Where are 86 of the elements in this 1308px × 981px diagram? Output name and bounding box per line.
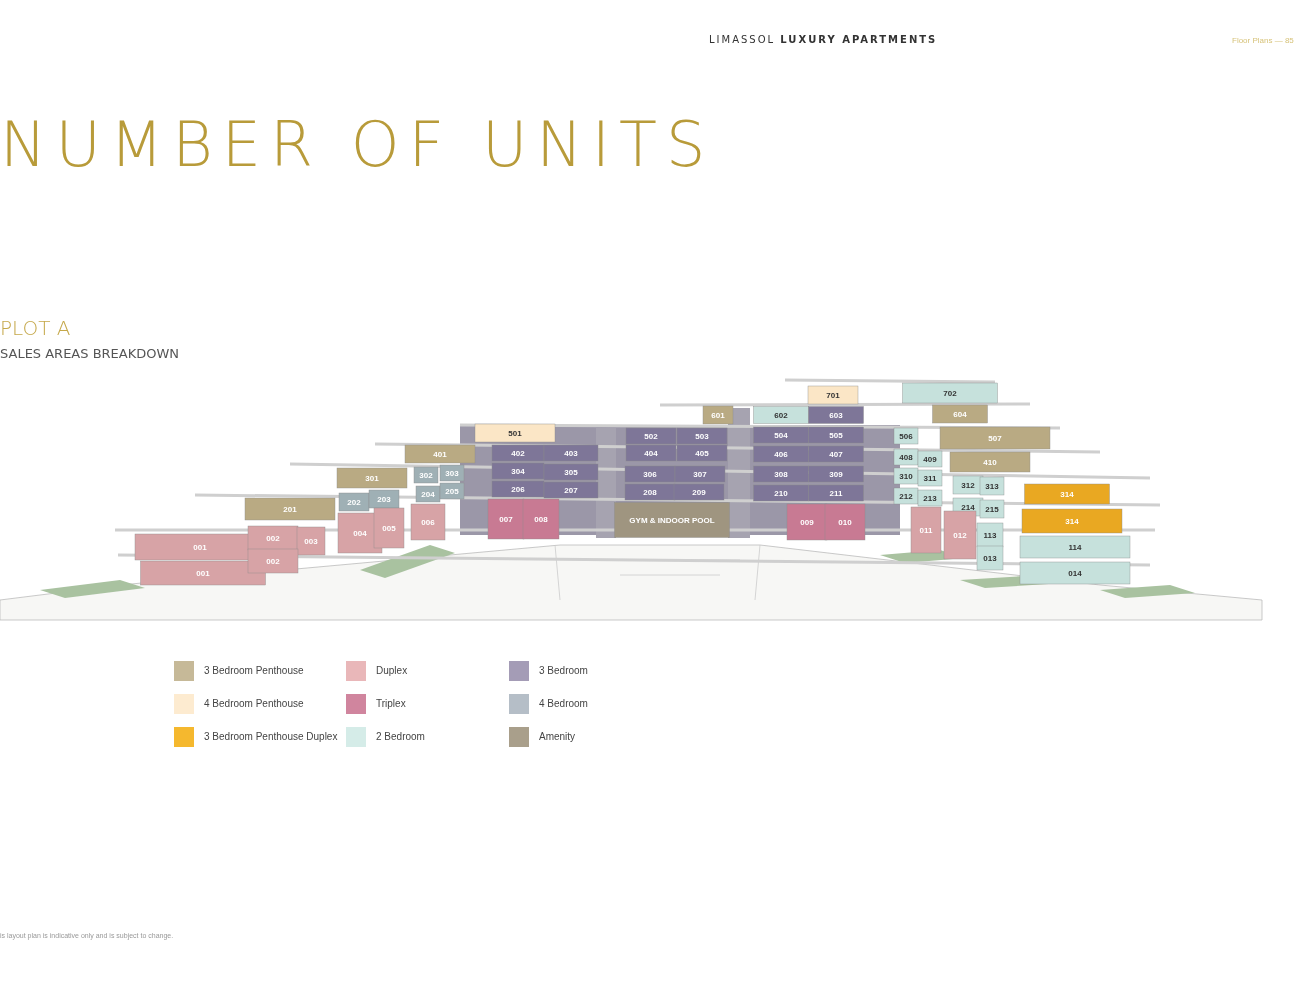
unit-number: 011 [919, 525, 933, 535]
unit-number: 002 [266, 556, 280, 566]
legend-label: 3 Bedroom Penthouse [204, 665, 304, 676]
amenity-label: GYM & INDOOR POOL [629, 515, 715, 525]
unit-number: 211 [829, 488, 843, 498]
unit-number: 212 [899, 491, 913, 501]
unit-number: 203 [377, 494, 391, 504]
unit-number: 012 [953, 530, 967, 540]
unit-number: 702 [943, 388, 957, 398]
unit-number: 005 [382, 523, 396, 533]
unit-number: 207 [564, 485, 578, 495]
legend-label: 3 Bedroom [539, 665, 588, 676]
unit-number: 314 [1060, 489, 1074, 499]
unit-number: 001 [196, 568, 210, 578]
unit-number: 302 [419, 470, 433, 480]
legend-label: 4 Bedroom [539, 698, 588, 709]
unit-number: 114 [1068, 542, 1082, 552]
unit-number: 007 [499, 514, 513, 524]
header-title: LIMASSOL LUXURY APARTMENTS [709, 34, 938, 45]
unit-number: 113 [983, 530, 997, 540]
unit-number: 014 [1068, 568, 1082, 578]
unit-number: 301 [365, 473, 379, 483]
unit-number: 701 [826, 390, 840, 400]
unit-number: 013 [983, 553, 997, 563]
unit-number: 506 [899, 431, 913, 441]
unit-number: 602 [774, 410, 788, 420]
unit-number: 205 [445, 486, 459, 496]
unit-number: 202 [347, 497, 361, 507]
unit-number: 408 [899, 452, 913, 462]
unit-number: 213 [923, 493, 937, 503]
unit-number: 306 [643, 469, 657, 479]
unit-number: 309 [829, 469, 843, 479]
unit-number: 505 [829, 430, 843, 440]
legend-label: 3 Bedroom Penthouse Duplex [204, 731, 338, 742]
unit-number: 601 [711, 410, 725, 420]
legend-label: Duplex [376, 665, 408, 676]
unit-number: 201 [283, 504, 297, 514]
page-number: Floor Plans — 85 [1232, 36, 1294, 45]
unit-number: 603 [829, 410, 843, 420]
unit-number: 311 [923, 473, 937, 483]
unit-number: 006 [421, 517, 435, 527]
unit-number: 503 [695, 431, 709, 441]
unit-number: 215 [985, 504, 999, 514]
unit-number: 407 [829, 449, 843, 459]
unit-number: 209 [692, 487, 706, 497]
unit-number: 402 [511, 448, 525, 458]
unit-number: 210 [774, 488, 788, 498]
unit-number: 303 [445, 468, 459, 478]
unit-number: 305 [564, 467, 578, 477]
unit-number: 204 [421, 489, 435, 499]
unit-number: 310 [899, 471, 913, 481]
page-title: NUMBER OF UNITS [0, 108, 715, 181]
unit-number: 010 [838, 517, 852, 527]
unit-number: 406 [774, 449, 788, 459]
unit-number: 409 [923, 454, 937, 464]
section-heading: PLOT A [0, 316, 71, 340]
unit-number: 312 [961, 480, 975, 490]
unit-number: 004 [353, 528, 367, 538]
unit-number: 313 [985, 481, 999, 491]
unit-number: 208 [643, 487, 657, 497]
unit-number: 401 [433, 449, 447, 459]
legend-label: Triplex [376, 698, 406, 709]
unit-number: 405 [695, 448, 709, 458]
unit-number: 308 [774, 469, 788, 479]
unit-number: 410 [983, 457, 997, 467]
unit-number: 003 [304, 536, 318, 546]
unit-number: 001 [193, 542, 207, 552]
legend-label: 4 Bedroom Penthouse [204, 698, 304, 709]
unit-number: 009 [800, 517, 814, 527]
unit-number: 403 [564, 448, 578, 458]
unit-number: 501 [508, 428, 522, 438]
unit-number: 404 [644, 448, 658, 458]
unit-number: 604 [953, 409, 967, 419]
unit-number: 504 [774, 430, 788, 440]
unit-number: 314 [1065, 516, 1079, 526]
legend-label: Amenity [539, 731, 576, 742]
unit-number: 214 [961, 502, 975, 512]
legend-label: 2 Bedroom [376, 731, 425, 742]
section-subheading: SALES AREAS BREAKDOWN [0, 346, 180, 361]
unit-number: 307 [693, 469, 707, 479]
unit-number: 008 [534, 514, 548, 524]
unit-number: 502 [644, 431, 658, 441]
unit-number: 002 [266, 533, 280, 543]
unit-number: 206 [511, 484, 525, 494]
unit-number: 304 [511, 466, 525, 476]
unit-number: 507 [988, 433, 1002, 443]
